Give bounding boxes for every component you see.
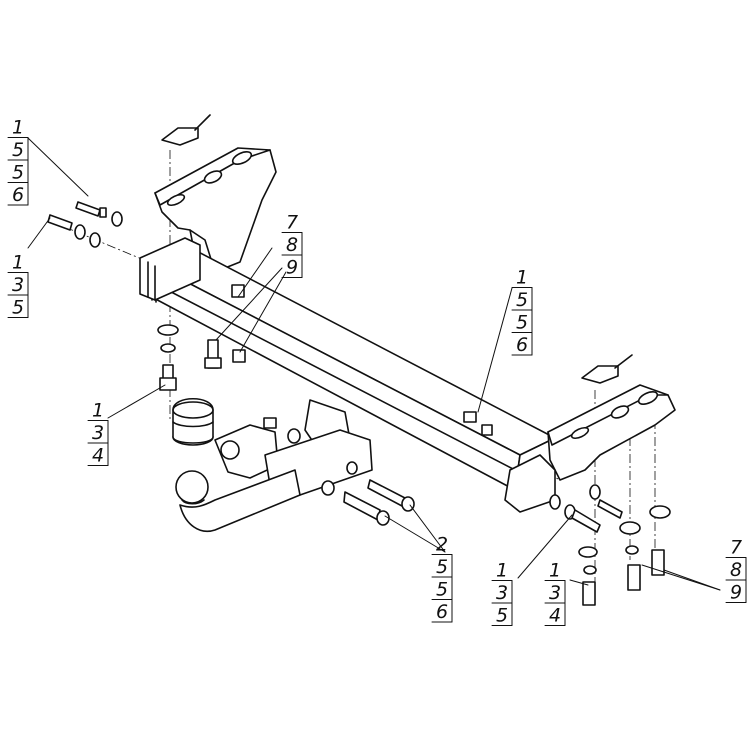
callout-number: 5 xyxy=(436,579,448,601)
callout-stack-e: 134 xyxy=(87,400,109,467)
callout-number: 4 xyxy=(92,445,104,467)
callout-number: 1 xyxy=(12,252,24,274)
callout-number: 3 xyxy=(549,582,561,604)
ball-cover xyxy=(172,398,214,446)
callout-number: 6 xyxy=(516,334,528,356)
callout-number: 5 xyxy=(496,605,508,627)
callout-number: 8 xyxy=(730,559,742,581)
callout-number: 6 xyxy=(12,184,24,206)
callout-number: 5 xyxy=(12,297,24,319)
callout-number: 9 xyxy=(286,257,298,279)
leader-lines xyxy=(27,137,721,591)
callout-number: 9 xyxy=(730,582,742,604)
callout-stack-g: 135 xyxy=(491,560,513,627)
callout-number: 1 xyxy=(549,560,561,582)
callout-stack-i: 789 xyxy=(725,537,747,604)
wiring-leads xyxy=(161,114,633,384)
callout-number: 1 xyxy=(12,117,24,139)
callout-number: 5 xyxy=(12,162,24,184)
callout-stack-h: 134 xyxy=(544,560,566,627)
callout-number: 5 xyxy=(516,312,528,334)
callout-number: 2 xyxy=(436,534,448,556)
callout-number: 3 xyxy=(496,582,508,604)
callout-number: 5 xyxy=(516,289,528,311)
callout-number: 4 xyxy=(549,605,561,627)
callout-number: 5 xyxy=(436,556,448,578)
callout-number: 8 xyxy=(286,234,298,256)
callout-number: 5 xyxy=(12,139,24,161)
callout-number: 1 xyxy=(92,400,104,422)
callout-number: 3 xyxy=(92,422,104,444)
callout-number: 1 xyxy=(496,560,508,582)
right-bracket xyxy=(504,384,676,513)
callout-number: 1 xyxy=(516,267,528,289)
callout-number: 6 xyxy=(436,601,448,623)
callout-stack-b: 135 xyxy=(7,252,29,319)
callout-number: 3 xyxy=(12,274,24,296)
fasteners xyxy=(47,201,671,606)
callout-number: 7 xyxy=(730,537,742,559)
callout-stack-c: 789 xyxy=(281,212,303,279)
callout-number: 7 xyxy=(286,212,298,234)
ball-mount xyxy=(175,399,373,532)
